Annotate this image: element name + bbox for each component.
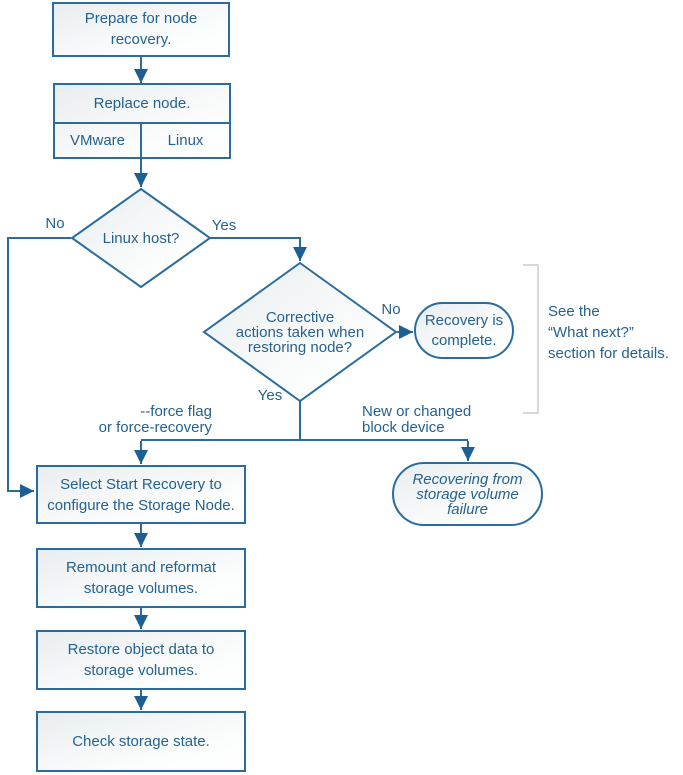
select-recovery-box xyxy=(36,465,246,524)
corrective-yes-label: Yes xyxy=(257,386,283,404)
see-note-text: See the “What next?” section for details… xyxy=(548,303,669,362)
connector-yes-to-corrective xyxy=(210,237,307,261)
prepare-node-box xyxy=(52,2,230,57)
recovery-complete-label: Recovery is complete. xyxy=(424,311,504,349)
replace-vmware-cell-label: VMware xyxy=(69,132,125,149)
restore-label: Restore object data to storage volumes. xyxy=(67,641,215,679)
check-state-box xyxy=(36,711,246,772)
remount-label: Remount and reformat storage volumes. xyxy=(65,559,217,597)
force-flag-label: --force flag or force-recovery xyxy=(98,403,212,436)
linux-host-no-label: No xyxy=(45,214,65,232)
check-state-label: Check storage state. xyxy=(72,733,210,750)
see-note-bracket xyxy=(523,264,539,414)
corrective-actions-label: Corrective actions taken when restoring … xyxy=(235,308,365,356)
restore-box xyxy=(36,630,246,690)
recovering-volume-label: Recovering from storage volume failure xyxy=(412,470,523,518)
select-recovery-label: Select Start Recovery to configure the S… xyxy=(47,475,235,514)
linux-host-yes-label: Yes xyxy=(211,216,237,234)
recovering-volume-stadium xyxy=(392,462,543,526)
connector-no-to-select xyxy=(7,237,71,498)
linux-host-diamond xyxy=(70,187,212,289)
prepare-node-label: Prepare for node recovery. xyxy=(84,10,198,48)
remount-box xyxy=(36,548,246,608)
connector-yes-branch-split xyxy=(141,401,468,441)
recovery-complete-stadium xyxy=(414,302,514,359)
corrective-no-label: No xyxy=(381,300,401,318)
replace-node-label: Replace node. xyxy=(93,95,191,112)
replace-linux-cell-label: Linux xyxy=(167,132,204,149)
block-device-label: New or changed block device xyxy=(362,403,472,436)
linux-host-label: Linux host? xyxy=(102,229,180,247)
